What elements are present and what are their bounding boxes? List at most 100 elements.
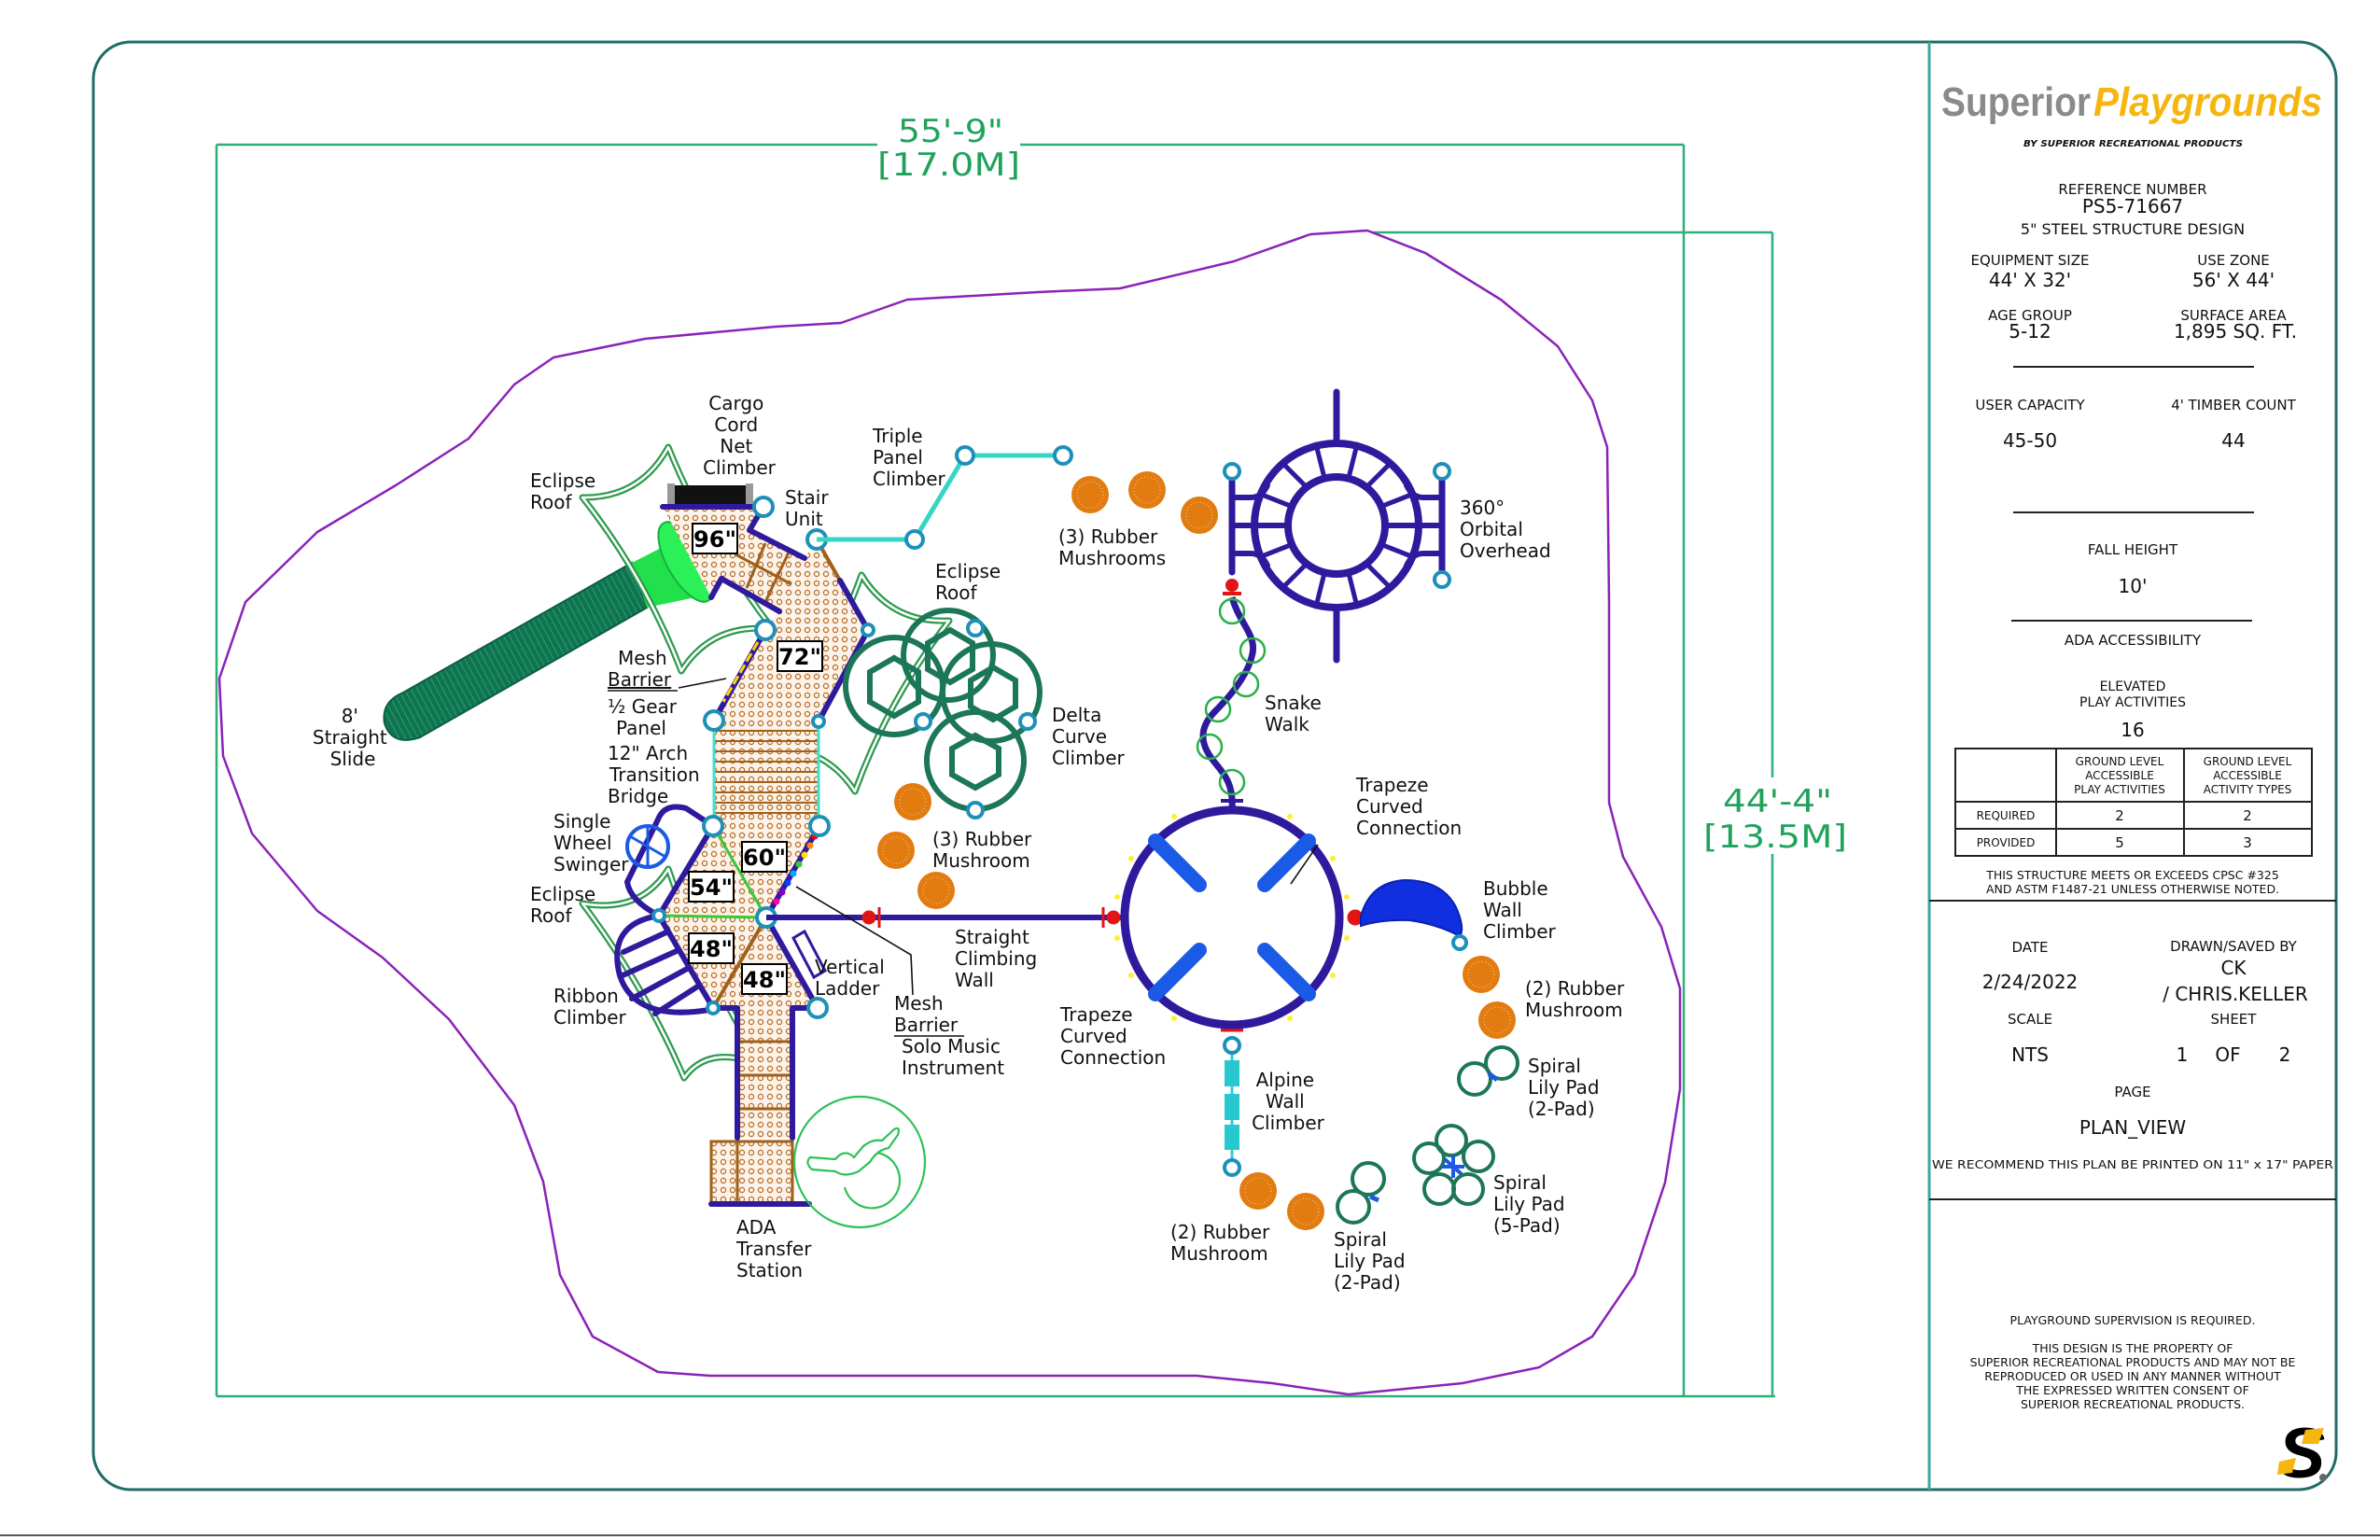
equipment-size-label: EQUIPMENT SIZE <box>1970 252 2089 269</box>
label-spiral-lily-pad-2-right: Spiral Lily Pad (2-Pad) <box>1528 1055 1605 1120</box>
label-half-gear-panel: ½ Gear Panel <box>608 695 682 739</box>
elevated-play-label: ELEVATED <box>2100 679 2166 694</box>
cargo-net-end <box>746 483 753 507</box>
use-zone-dimensions: 55'-9" [17.0M] 44'-4" [13.5M] <box>215 113 1847 1398</box>
ada-heading: ADA ACCESSIBILITY <box>2065 632 2202 649</box>
ribbon-climber <box>614 913 712 1016</box>
table-cell: 3 <box>2243 834 2252 851</box>
property-note: SUPERIOR RECREATIONAL PRODUCTS. <box>2021 1397 2245 1411</box>
date-value: 2/24/2022 <box>1982 971 2079 993</box>
reference-number: PS5-71667 <box>2082 195 2183 217</box>
stair-tread <box>735 553 792 586</box>
bridge-treads <box>714 730 819 814</box>
age-group-value: 5-12 <box>2009 320 2051 343</box>
deck-seam <box>711 825 768 918</box>
sheet-of: OF <box>2215 1043 2240 1066</box>
table-cell: 2 <box>2115 807 2124 824</box>
drawn-by-label: DRAWN/SAVED BY <box>2170 938 2298 955</box>
table-header: ACCESSIBLE <box>2213 769 2282 782</box>
deck-height-96: 96" <box>693 526 736 553</box>
orbital-overhead <box>1228 388 1446 664</box>
user-capacity-label: USER CAPACITY <box>1975 397 2085 413</box>
post <box>1433 570 1451 589</box>
logo-tagline: BY SUPERIOR RECREATIONAL PRODUCTS <box>2023 139 2243 149</box>
deck-48-right <box>713 917 818 1008</box>
compliance-note: AND ASTM F1487-21 UNLESS OTHERWISE NOTED… <box>1986 882 2279 896</box>
label-rubber-mushroom-right: (2) Rubber Mushroom <box>1525 977 1631 1021</box>
table-header: PLAY ACTIVITIES <box>2074 783 2165 796</box>
structure-posts <box>651 496 875 1019</box>
width-dimension-metric: [17.0M] <box>877 147 1020 184</box>
scale-label: SCALE <box>2008 1011 2052 1028</box>
supervision-note: PLAYGROUND SUPERVISION IS REQUIRED. <box>2010 1313 2256 1327</box>
label-bubble-wall-climber: Bubble Wall Climber <box>1483 877 1557 943</box>
table-cell: 5 <box>2115 834 2124 851</box>
label-cargo-cord-net-climber: Cargo Cord Net Climber <box>703 392 777 479</box>
label-straight-slide: 8' Straight Slide <box>313 705 393 770</box>
fall-height-value: 10' <box>2119 575 2148 597</box>
reference-number-label: REFERENCE NUMBER <box>2058 181 2206 198</box>
deck-seam <box>711 916 768 1010</box>
cargo-net-end <box>667 483 675 507</box>
elevated-play-label: PLAY ACTIVITIES <box>2079 695 2186 710</box>
deck-height-labels: 96" 72" 60" 54" 48" 48" <box>688 523 823 995</box>
label-arch-transition-bridge: 12" Arch Transition Bridge <box>608 742 706 807</box>
surface-area-value: 1,895 SQ. FT. <box>2174 320 2297 343</box>
table-header: GROUND LEVEL <box>2204 755 2292 768</box>
mesh-barrier-upper <box>721 641 760 703</box>
property-note: THE EXPRESSED WRITTEN CONSENT OF <box>2015 1383 2249 1397</box>
title-block: Superior Playgrounds BY SUPERIOR RECREAT… <box>1929 79 2336 1493</box>
deck-height-54: 54" <box>690 875 733 901</box>
post <box>1433 462 1451 481</box>
label-eclipse-roof-upper: Eclipse Roof <box>530 469 602 513</box>
scale-value: NTS <box>2011 1043 2049 1066</box>
label-mesh-barrier-upper: Mesh Barrier <box>608 647 673 691</box>
label-spiral-lily-pad-2-bottom: Spiral Lily Pad (2-Pad) <box>1334 1228 1411 1294</box>
label-alpine-wall-climber: Alpine Wall Climber <box>1252 1069 1325 1134</box>
use-zone-label: USE ZONE <box>2197 252 2270 269</box>
connector <box>1225 579 1239 592</box>
post <box>1053 445 1073 466</box>
fall-height-label: FALL HEIGHT <box>2088 541 2178 558</box>
bubble-wall-climber <box>1360 878 1463 938</box>
spiral-lily-pad-5 <box>1412 1124 1495 1206</box>
label-ada-transfer-station: ADA Transfer Station <box>735 1216 818 1281</box>
leader-lines <box>678 678 1319 996</box>
label-stair-unit: Stair Unit <box>785 486 834 530</box>
label-delta-curve-climber: Delta Curve Climber <box>1052 704 1126 769</box>
table-row-label: PROVIDED <box>1977 836 2036 849</box>
page-label: PAGE <box>2114 1084 2150 1100</box>
logo-brand-primary: Superior <box>1941 79 2091 125</box>
post <box>904 529 925 550</box>
sheet-current: 1 <box>2177 1043 2189 1066</box>
post <box>1223 462 1241 481</box>
label-trapeze-curved-connection-upper: Trapeze Curved Connection <box>1355 774 1462 839</box>
label-orbital-overhead: 360° Orbital Overhead <box>1460 497 1551 562</box>
surfacing-boundary <box>217 229 1682 1396</box>
label-triple-panel-climber: Triple Panel Climber <box>872 425 946 490</box>
label-trapeze-curved-connection-lower: Trapeze Curved Connection <box>1059 1003 1166 1069</box>
page-value: PLAN_VIEW <box>2079 1116 2187 1139</box>
width-dimension-imperial: 55'-9" <box>898 113 1003 150</box>
vertical-ladder <box>791 929 827 980</box>
sheet-frame <box>91 40 2338 1491</box>
table-header: ACCESSIBLE <box>2085 769 2154 782</box>
drawn-by-name: / CHRIS.KELLER <box>2163 983 2308 1005</box>
label-rubber-mushroom-middle: (3) Rubber Mushroom <box>932 828 1038 872</box>
property-note: THIS DESIGN IS THE PROPERTY OF <box>2032 1341 2233 1355</box>
deck-height-48-left: 48" <box>690 936 733 962</box>
drawn-by-initials: CK <box>2220 957 2247 979</box>
elevated-play-value: 16 <box>2121 719 2144 741</box>
trapeze-curved-connection <box>1114 799 1350 1029</box>
design-type: 5" STEEL STRUCTURE DESIGN <box>2021 220 2245 238</box>
delta-curve-climber <box>843 608 1043 819</box>
stair-tread <box>745 542 767 589</box>
svg-text:S: S <box>2278 1414 2326 1493</box>
label-ribbon-climber: Ribbon Climber <box>553 985 627 1029</box>
play-structure: 96" 72" 60" 54" 48" 48" <box>383 388 1519 1230</box>
deck-seam <box>658 914 767 919</box>
label-mesh-barrier-solo-music: Mesh Barrier Solo Music Instrument <box>894 992 1006 1079</box>
height-dimension-imperial: 44'-4" <box>1723 783 1832 820</box>
arch-transition-bridge <box>714 721 819 826</box>
